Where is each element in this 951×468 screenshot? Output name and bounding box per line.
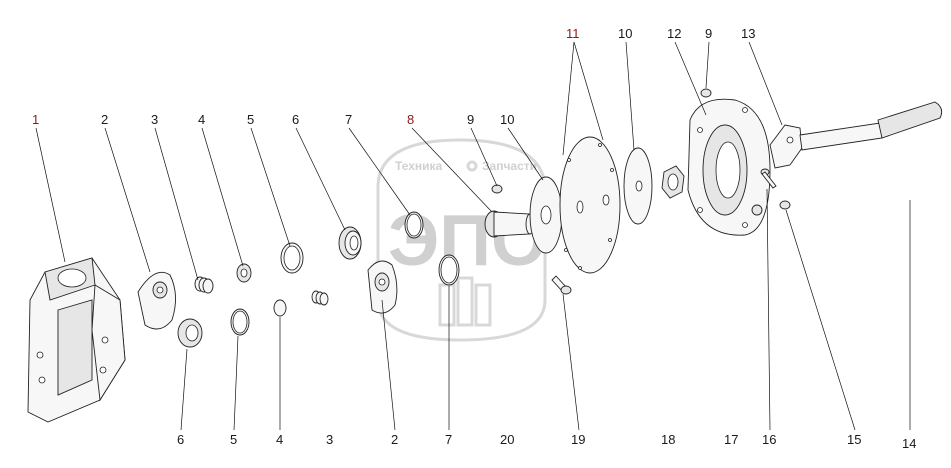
label-3-bottom: 3 [326, 432, 333, 447]
part-3-spring-lower [311, 290, 329, 306]
label-3: 3 [151, 112, 158, 127]
part-2-flange-left [137, 271, 176, 330]
label-6: 6 [292, 112, 299, 127]
label-2-bottom: 2 [391, 432, 398, 447]
part-1-housing [27, 257, 126, 423]
label-17: 17 [724, 432, 738, 447]
part-3-spring-left [194, 276, 214, 294]
watermark-brand-right: Запчасти [482, 159, 537, 173]
part-5-oring-upper [280, 242, 304, 274]
label-18: 18 [661, 432, 675, 447]
label-16: 16 [762, 432, 776, 447]
watermark-logo: Техника Запчасти ЭПО [376, 138, 547, 342]
label-7: 7 [345, 112, 352, 127]
label-14: 14 [902, 436, 916, 451]
part-17-nut [751, 204, 763, 216]
label-2: 2 [101, 112, 108, 127]
part-10-disc-mid [529, 176, 563, 254]
label-13: 13 [741, 26, 755, 41]
label-4: 4 [198, 112, 205, 127]
part-6-seal-lower [177, 318, 203, 348]
label-19: 19 [571, 432, 585, 447]
part-4-washer-upper [236, 263, 252, 283]
bottom-labels: 6 5 4 3 2 7 20 19 18 17 16 15 14 [177, 432, 916, 451]
watermark-dot-icon [466, 160, 478, 172]
part-7-ring-lower [438, 254, 460, 286]
part-2-flange-lower [367, 260, 398, 314]
part-18-hex-nut [661, 165, 685, 199]
part-10-disc-right [623, 147, 653, 225]
part-7-ring-upper [404, 211, 424, 239]
label-12: 12 [667, 26, 681, 41]
part-16-bolt [760, 168, 777, 189]
part-4-washer-lower [273, 299, 287, 317]
leader-lines [35, 41, 911, 431]
watermark-brand-left: Техника [395, 159, 443, 173]
part-9-nut-mid [491, 184, 503, 194]
label-20: 20 [500, 432, 514, 447]
label-9: 9 [467, 112, 474, 127]
part-9-nut-right [700, 88, 712, 98]
top-labels: 1 2 3 4 5 6 7 8 9 10 11 10 12 9 13 [32, 26, 755, 127]
part-19-bolt [551, 275, 572, 295]
label-15: 15 [847, 432, 861, 447]
part-6-seal-upper [338, 226, 362, 260]
label-4-bottom: 4 [276, 432, 283, 447]
label-11: 11 [566, 26, 580, 41]
label-9-right: 9 [705, 26, 712, 41]
part-12-cover [687, 98, 771, 236]
label-8: 8 [407, 112, 414, 127]
label-10: 10 [500, 112, 514, 127]
label-1: 1 [32, 112, 39, 127]
label-5-bottom: 5 [230, 432, 237, 447]
label-6-bottom: 6 [177, 432, 184, 447]
part-13-lever [769, 101, 943, 169]
label-10-right: 10 [618, 26, 632, 41]
label-5: 5 [247, 112, 254, 127]
part-5-oring-lower [230, 308, 250, 336]
part-8-shaft [484, 210, 535, 238]
part-15-screw [779, 200, 791, 210]
label-7-bottom: 7 [445, 432, 452, 447]
part-11-plate [559, 136, 621, 274]
